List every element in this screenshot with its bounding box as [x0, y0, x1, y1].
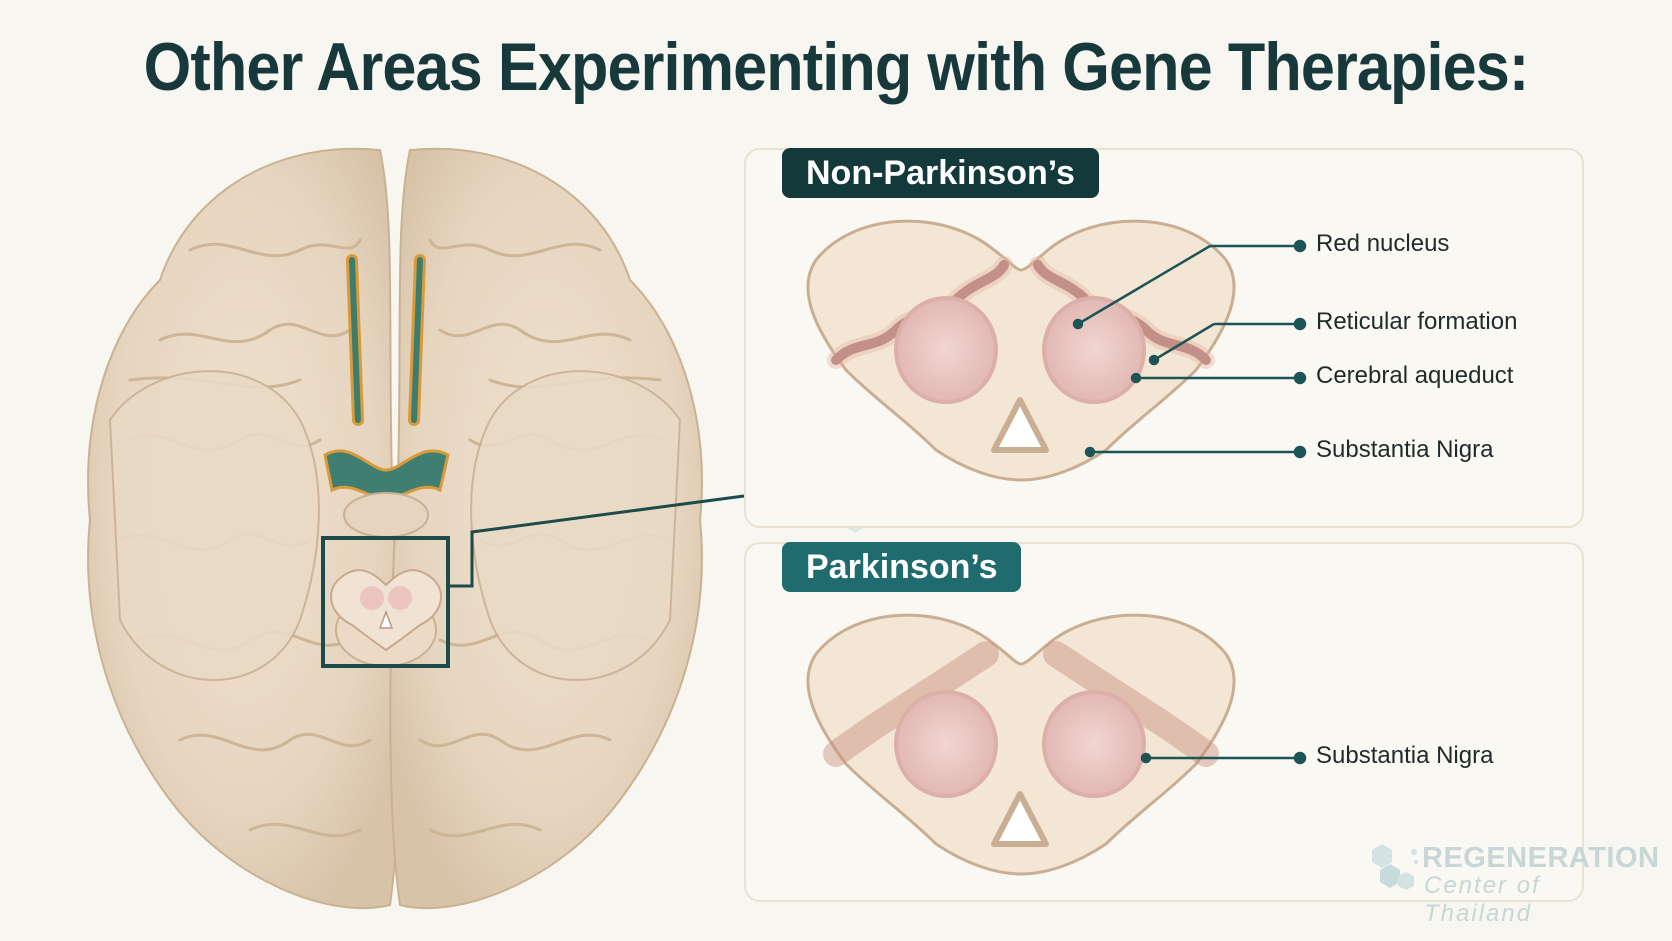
midbrain-section-parkinsons [806, 613, 1307, 876]
hexagon-logo-icon [1372, 844, 1418, 890]
non-parkinsons-panel: Non-Parkinson’s Red n [744, 148, 1584, 528]
parkinsons-panel: Parkinson’s Substantia Nigra [744, 542, 1584, 902]
brain-illustration [87, 147, 745, 910]
parkinsons-heading: Parkinson’s [782, 542, 1022, 592]
midbrain-section-normal [806, 219, 1307, 482]
logo-line2: Center of Thailand [1424, 872, 1541, 927]
non-parkinsons-heading: Non-Parkinson’s [782, 148, 1099, 198]
label-red-nucleus: Red nucleus [1316, 230, 1450, 257]
page-title: Other Areas Experimenting with Gene Ther… [143, 29, 1530, 105]
logo-line1: REGENERATION [1422, 842, 1660, 874]
label-cerebral-aqueduct: Cerebral aqueduct [1316, 362, 1514, 389]
label-substantia-nigra: Substantia Nigra [1316, 436, 1494, 463]
label-substantia-nigra-parkinsons: Substantia Nigra [1316, 742, 1494, 769]
label-reticular-formation: Reticular formation [1316, 308, 1518, 335]
regeneration-logo: REGENERATION Center of Thailand [1362, 842, 1659, 927]
